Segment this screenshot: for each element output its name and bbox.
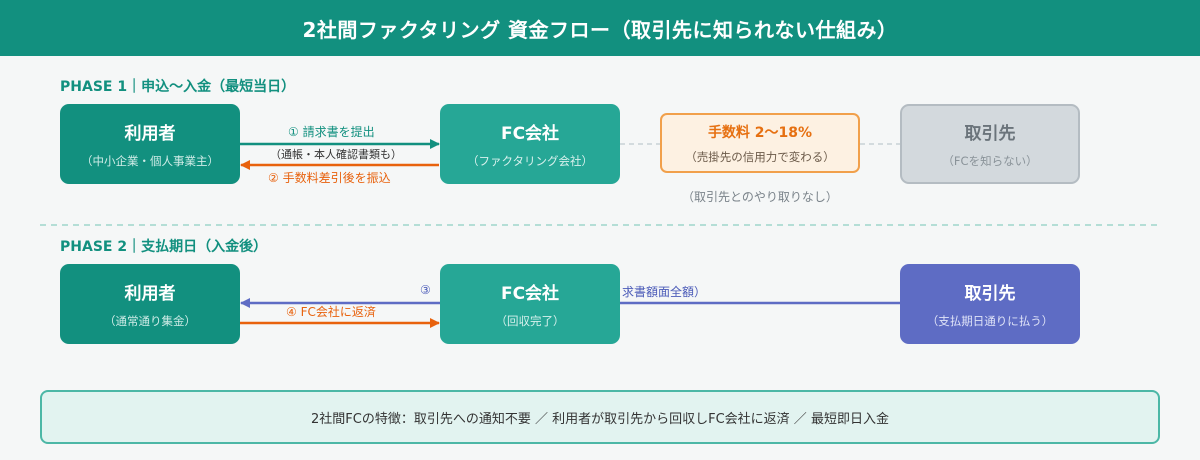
phase1-partner-sub: （FCを知らない） [942,154,1038,168]
phase1-label: PHASE 1｜申込〜入金（最短当日） [60,79,296,95]
phase1-user-title: 利用者 [124,124,176,144]
phase2-user-title: 利用者 [124,284,176,304]
phase2-user-sub: （通常通り集金） [104,314,196,328]
phase1-fc-title: FC会社 [500,124,560,144]
arrow3-label: 求書額面全額） [622,285,707,299]
diagram-title: 2社間ファクタリング 資金フロー（取引先に知られない仕組み） [0,0,1200,56]
arrow4-label: ④ FC会社に返済 [286,305,376,319]
phase1-user-box: 利用者 （中小企業・個人事業主） [60,104,240,184]
arrow3-number: ③ [420,283,431,297]
phase1-fc-sub: （ファクタリング会社） [466,154,594,168]
phase2-fc-box: FC会社 （回収完了） [440,264,620,344]
no-contact-note: （取引先とのやり取りなし） [682,190,838,204]
arrow1-note: （通帳・本人確認書類も） [270,148,402,161]
phase1-fc-box: FC会社 （ファクタリング会社） [440,104,620,184]
phase2-partner-box: 取引先 （支払期日通りに払う） [900,264,1080,344]
phase2-user-box: 利用者 （通常通り集金） [60,264,240,344]
fee-box: 手数料 2〜18% （売掛先の信用力で変わる） [660,113,860,173]
phase2-partner-title: 取引先 [964,284,1016,304]
arrow1-label: ① 請求書を提出 [288,125,375,139]
phase2-fc-sub: （回収完了） [495,314,565,328]
phase2-partner-sub: （支払期日通りに払う） [926,314,1054,328]
arrow2-label: ② 手数料差引後を振込 [268,171,391,185]
fee-sub: （売掛先の信用力で変わる） [685,149,835,164]
features-summary: 2社間FCの特徴：取引先への通知不要 ／ 利用者が取引先から回収しFC会社に返済… [40,390,1160,444]
phase1-user-sub: （中小企業・個人事業主） [81,154,219,168]
phase1-partner-title: 取引先 [964,124,1016,144]
phase2-fc-title: FC会社 [500,284,560,304]
phase1-partner-box: 取引先 （FCを知らない） [900,104,1080,184]
phase2-label: PHASE 2｜支払期日（入金後） [60,239,268,255]
fee-title: 手数料 2〜18% [707,124,813,141]
